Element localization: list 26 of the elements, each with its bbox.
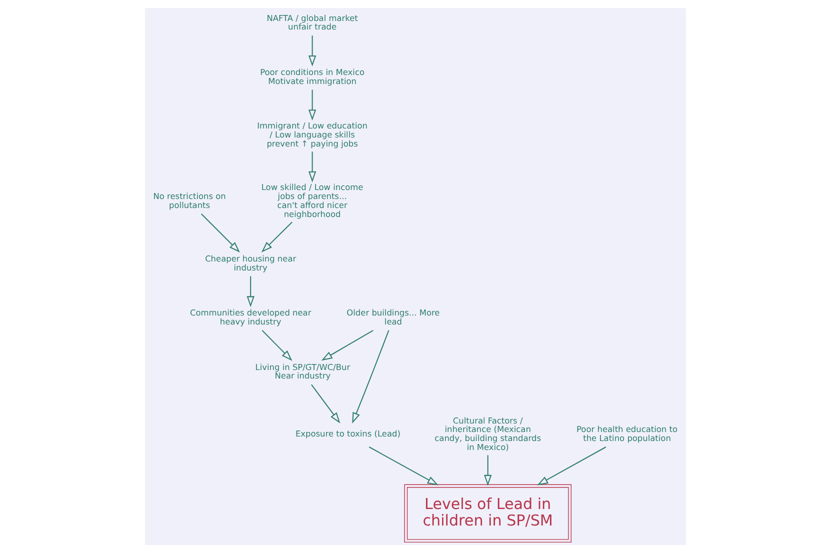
arrow — [261, 330, 292, 361]
arrow — [310, 384, 340, 424]
arrow — [320, 330, 373, 361]
arrow — [352, 330, 389, 424]
node-text: Living in SP/GT/WC/Bur Near industry — [254, 362, 350, 381]
arrow — [200, 214, 240, 252]
node-text: Cheaper housing near industry — [204, 253, 296, 272]
node-text: Low skilled / Low income jobs of parents... can't afford nicer neighborhood — [260, 182, 363, 219]
arrow — [246, 276, 254, 308]
node-text: Older buildings... More lead — [346, 308, 440, 327]
arrow — [308, 90, 316, 121]
arrow — [308, 36, 316, 66]
arrow — [260, 222, 292, 252]
arrow — [308, 152, 316, 182]
node-text: No restrictions on pollutants — [152, 191, 226, 210]
node-text: Poor health education to the Latino population — [576, 424, 678, 444]
arrow — [536, 446, 606, 486]
node-box: Levels of Lead in children in SP/SM — [404, 484, 571, 543]
arrow — [368, 446, 438, 486]
node-text: NAFTA / global market unfair trade — [266, 12, 358, 32]
node-text: Immigrant / Low education / Low language skills prevent ↑ paying jobs — [256, 120, 367, 148]
node-text: Cultural Factors / inheritance (Mexican candy, building standards in Mexico) — [434, 415, 541, 452]
node-text: Exposure to toxins (Lead) — [294, 428, 400, 439]
node-text: Poor conditions in Mexico Motivate immigration — [260, 66, 364, 86]
arrow — [484, 455, 492, 486]
node-text: Communities developed near heavy industry — [189, 308, 311, 327]
